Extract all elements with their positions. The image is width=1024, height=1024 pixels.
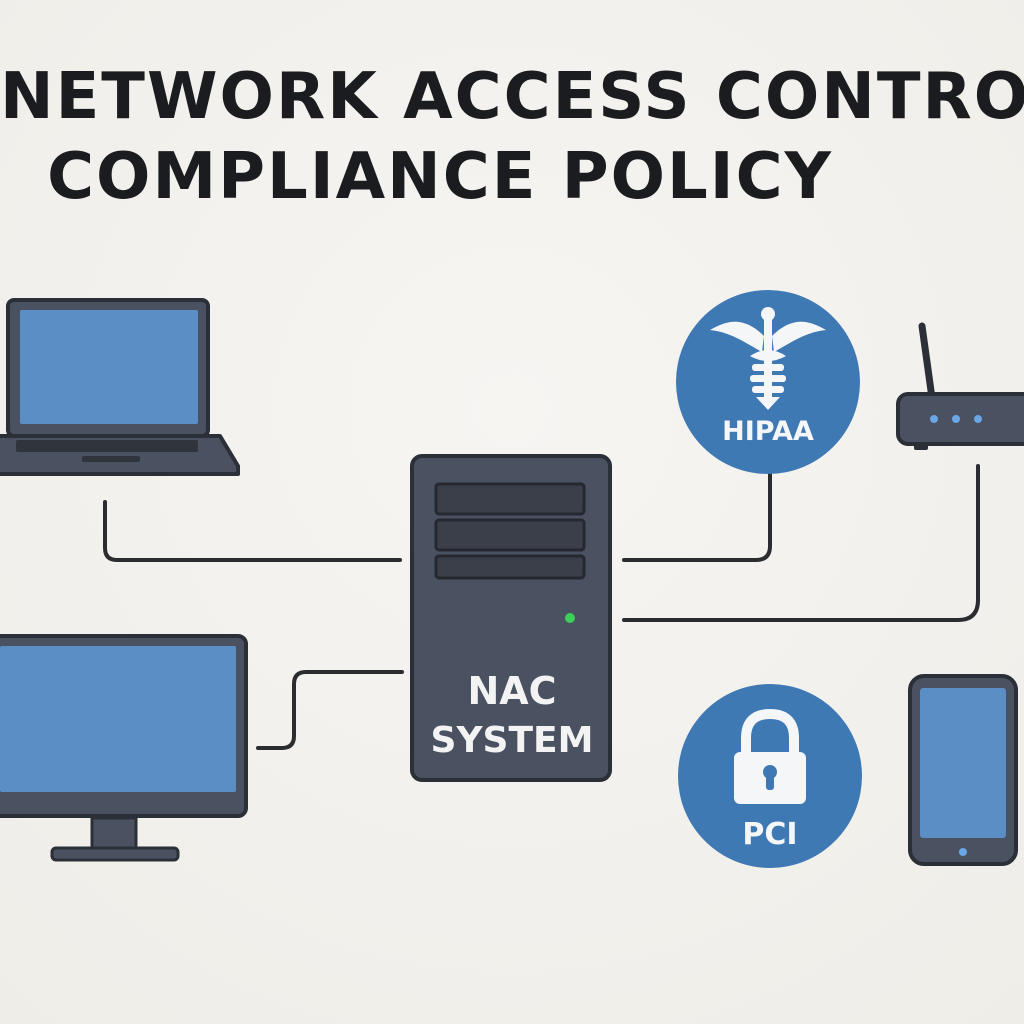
caduceus-icon: [710, 307, 826, 410]
pci-badge: PCI: [678, 684, 862, 868]
server-label-line-1: NAC: [467, 669, 556, 713]
server-status-led: [565, 613, 575, 623]
router-icon: [896, 322, 1024, 450]
wire-monitor-to-server: [256, 670, 404, 750]
title-line-2: COMPLIANCE POLICY: [47, 140, 833, 214]
wire-hipaa-to-server: [622, 472, 772, 562]
hipaa-badge: HIPAA: [676, 290, 860, 474]
padlock-icon: [734, 708, 806, 804]
wire-router-to-server: [622, 464, 980, 622]
connection-wires: [103, 464, 980, 750]
desktop-monitor-icon: [0, 634, 248, 862]
smartphone-icon: [908, 674, 1018, 866]
wire-laptop-to-server: [103, 500, 402, 562]
hipaa-label: HIPAA: [722, 416, 814, 447]
title-line-1: NETWORK ACCESS CONTROL: [0, 60, 1024, 134]
laptop-icon: [0, 298, 240, 476]
pci-label: PCI: [742, 817, 797, 852]
nac-server: NAC SYSTEM: [410, 454, 612, 782]
server-label-line-2: SYSTEM: [431, 720, 594, 761]
